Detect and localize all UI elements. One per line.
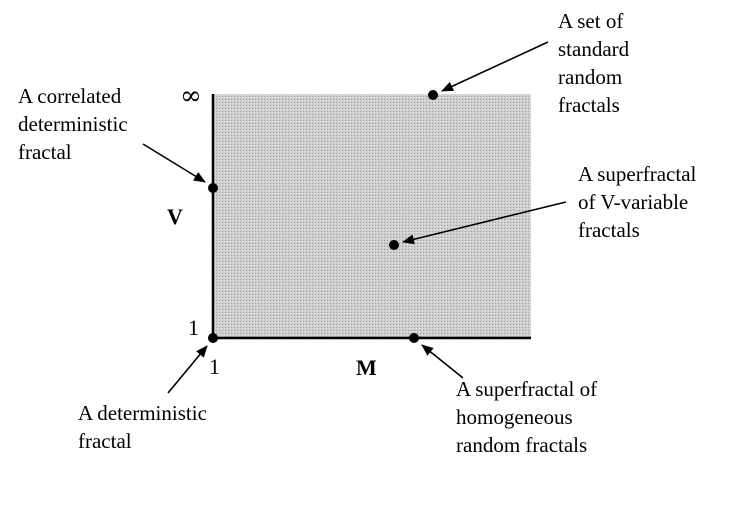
arrow-deterministic (167, 345, 208, 394)
label-standard-random: A set of standard random fractals (558, 9, 634, 117)
v-m-region (213, 94, 531, 338)
point-standard-random (428, 90, 438, 100)
point-superfractal-vvariable (389, 240, 399, 250)
point-correlated-deterministic (208, 183, 218, 193)
label-deterministic: A deterministic fractal (78, 401, 212, 453)
v-one-label: 1 (188, 315, 199, 340)
v-axis-label: V (167, 204, 183, 229)
label-superfractal-vvariable: A superfractal of V-variable fractals (578, 162, 702, 242)
m-one-label: 1 (209, 354, 220, 379)
arrow-standard-random (441, 41, 549, 92)
arrow-superfractal-vvariable (402, 201, 567, 245)
label-correlated-deterministic: A correlated deterministic fractal (18, 84, 133, 164)
v-infinity-label: ∞ (180, 81, 202, 111)
label-superfractal-homogeneous: A superfractal of homogeneous random fra… (456, 377, 602, 457)
arrow-correlated-deterministic (142, 143, 206, 183)
m-axis-label: M (356, 355, 377, 380)
point-superfractal-homogeneous (409, 333, 419, 343)
arrow-superfractal-homogeneous (421, 344, 464, 379)
point-deterministic (208, 333, 218, 343)
